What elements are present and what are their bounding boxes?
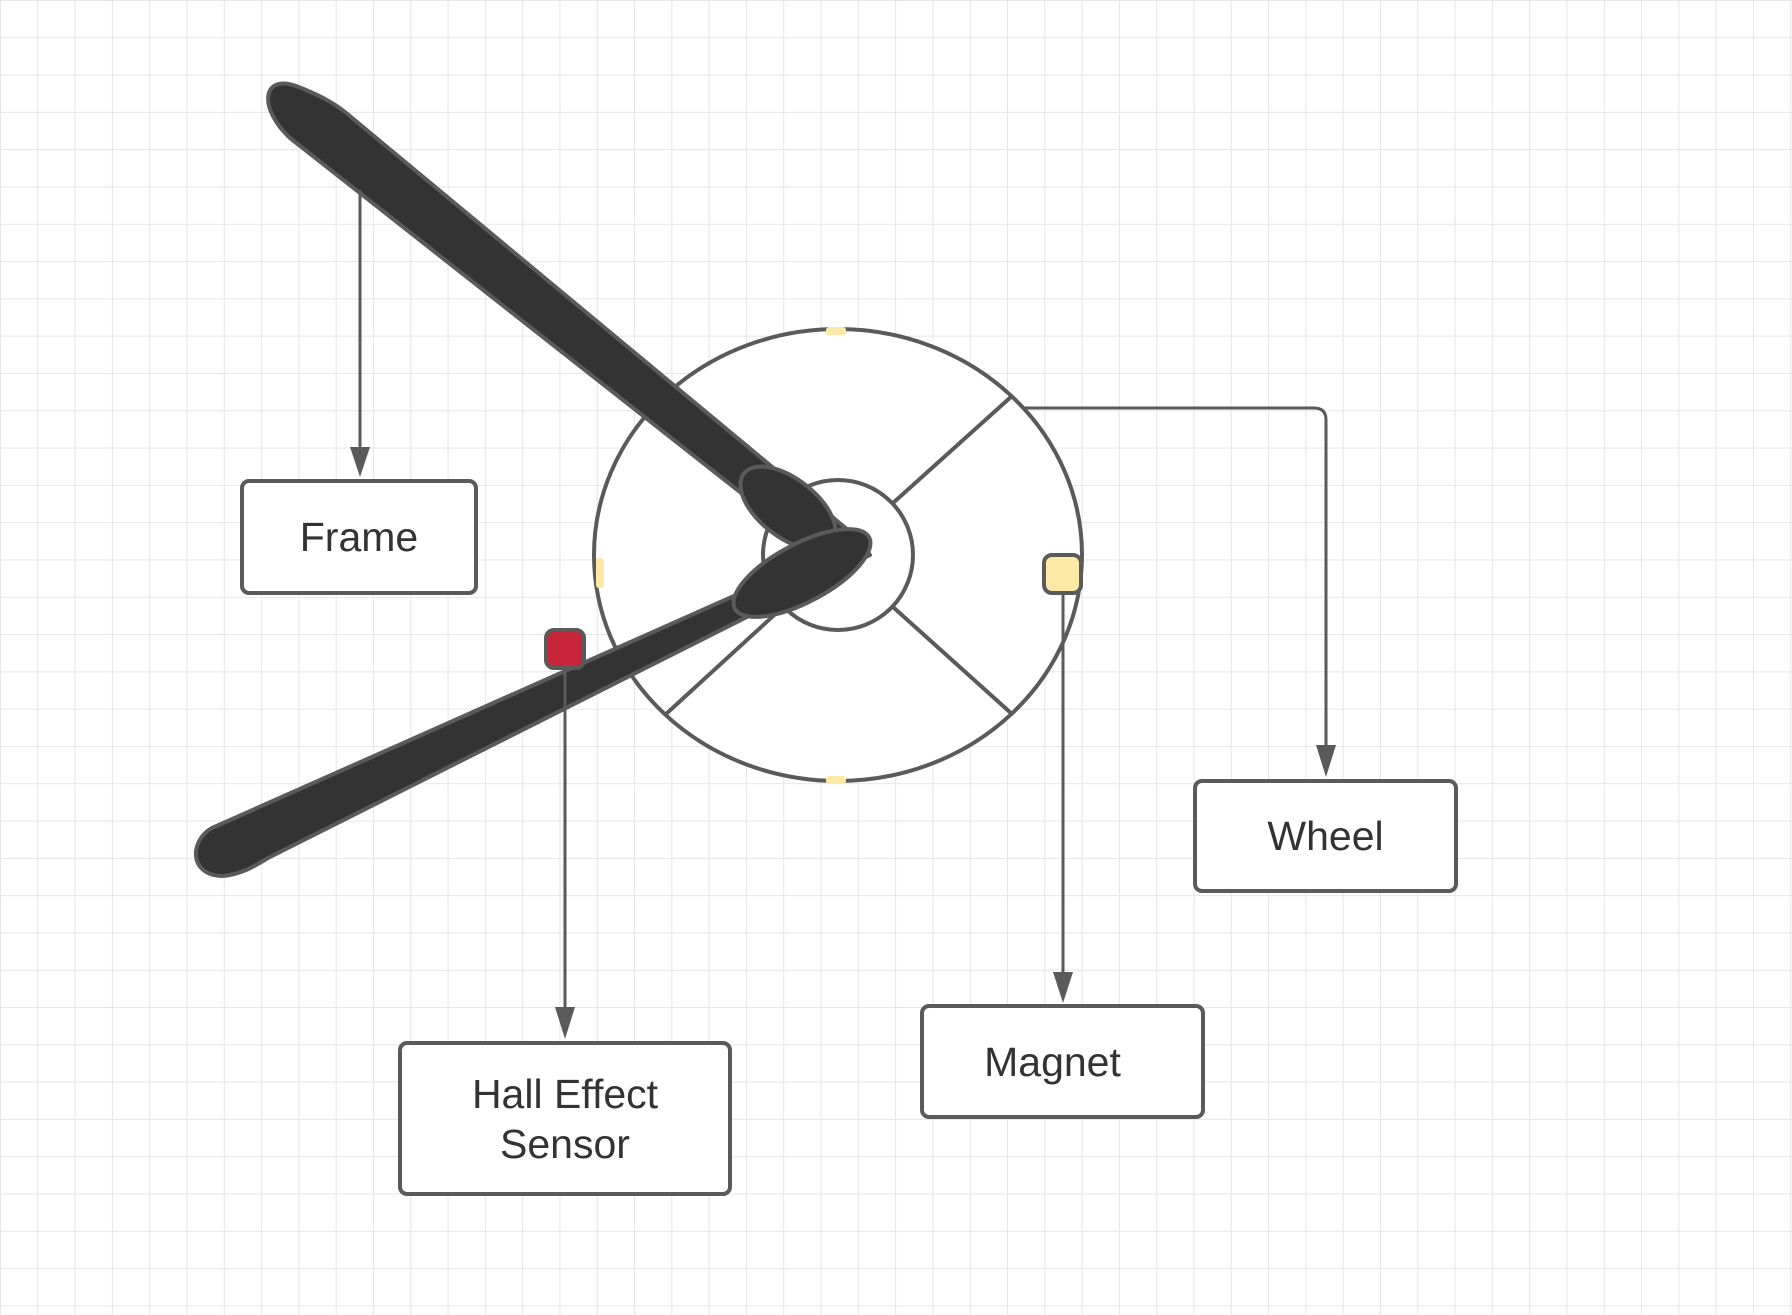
- wheel-bottom-marker: [826, 776, 846, 784]
- magnet-shape[interactable]: [1042, 553, 1083, 595]
- wheel-spoke: [664, 605, 785, 716]
- hall-effect-sensor-label: Hall Effect Sensor: [471, 1070, 659, 1167]
- frame-lower-tube: [194, 538, 872, 878]
- connector-magnet[interactable]: [1053, 593, 1073, 1003]
- magnet-label-box[interactable]: Magnet: [920, 1004, 1205, 1119]
- frame-label: Frame: [299, 514, 419, 560]
- connector-wheel-arrowhead: [1316, 745, 1336, 777]
- connector-sensor-arrowhead: [555, 1007, 575, 1039]
- wheel-spoke: [891, 394, 1014, 505]
- wheel-left-marker: [596, 558, 604, 588]
- wheel-spoke: [891, 605, 1014, 716]
- frame-upper-tube: [266, 81, 850, 557]
- connector-wheel[interactable]: [1024, 406, 1336, 777]
- wheel-top-marker: [826, 327, 846, 335]
- connector-wheel-line: [1024, 406, 1328, 745]
- connector-magnet-arrowhead: [1053, 972, 1073, 1003]
- connector-frame-arrowhead: [350, 447, 370, 477]
- connector-hall-effect-sensor[interactable]: [555, 668, 575, 1039]
- magnet-label: Magnet: [984, 1038, 1121, 1085]
- frame-lower-joint: [731, 527, 873, 619]
- frame-label-box[interactable]: Frame: [240, 479, 478, 595]
- wheel-label: Wheel: [1267, 813, 1384, 859]
- hall-effect-sensor-label-box[interactable]: Hall Effect Sensor: [398, 1041, 732, 1196]
- connector-frame[interactable]: [350, 190, 370, 477]
- wheel-label-box[interactable]: Wheel: [1193, 779, 1458, 893]
- hall-effect-sensor-shape[interactable]: [544, 628, 586, 670]
- frame-shape[interactable]: [194, 81, 883, 878]
